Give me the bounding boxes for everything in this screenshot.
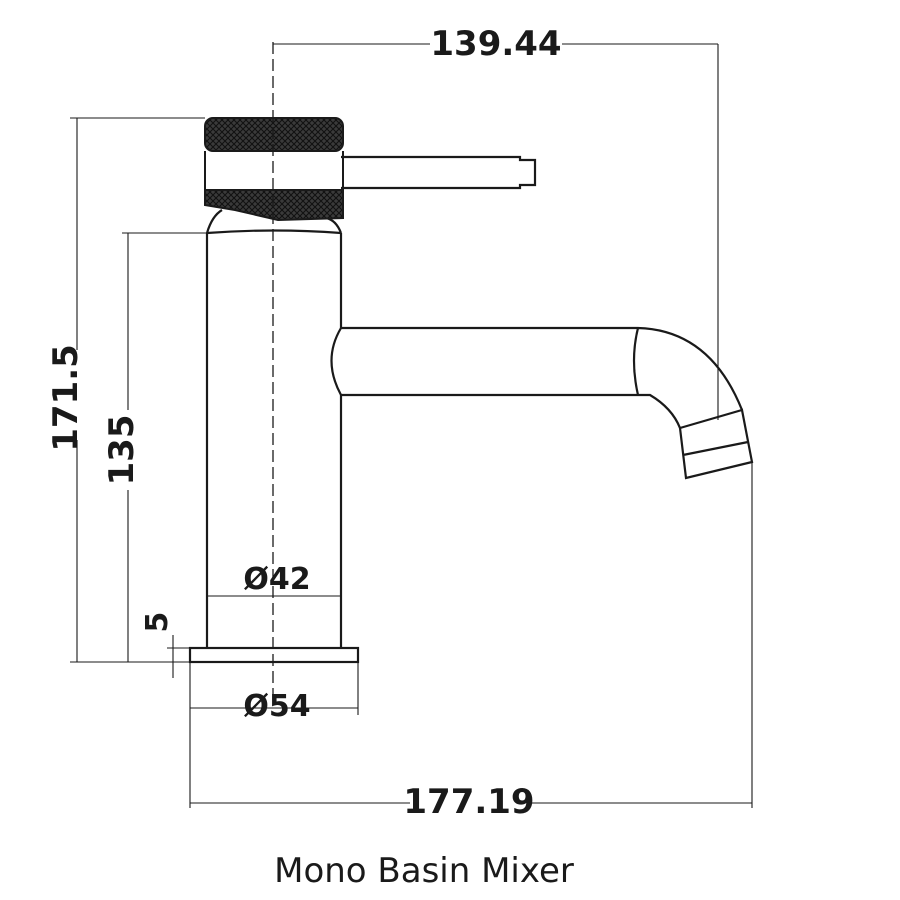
dim-body-height: 135 — [102, 415, 142, 486]
knurled-handle — [204, 117, 344, 222]
lever-handle — [341, 155, 537, 190]
body-top-curve — [206, 229, 342, 235]
knurl-band-top — [204, 117, 344, 152]
aerator — [678, 408, 754, 480]
dimension-lines — [70, 43, 753, 808]
dim-base-diameter: Ø54 — [243, 689, 310, 724]
dim-overall-height: 171.5 — [46, 344, 86, 452]
base-plate — [188, 646, 360, 664]
dim-overall-depth: 177.19 — [403, 782, 534, 822]
dim-body-diameter: Ø42 — [243, 562, 310, 597]
tap-outline — [188, 155, 754, 664]
spout — [330, 326, 744, 429]
dim-base-thickness: 5 — [140, 612, 175, 633]
drawing-title: Mono Basin Mixer — [274, 851, 574, 891]
dim-spout-reach: 139.44 — [430, 24, 561, 64]
knurl-band-bottom — [204, 189, 344, 222]
